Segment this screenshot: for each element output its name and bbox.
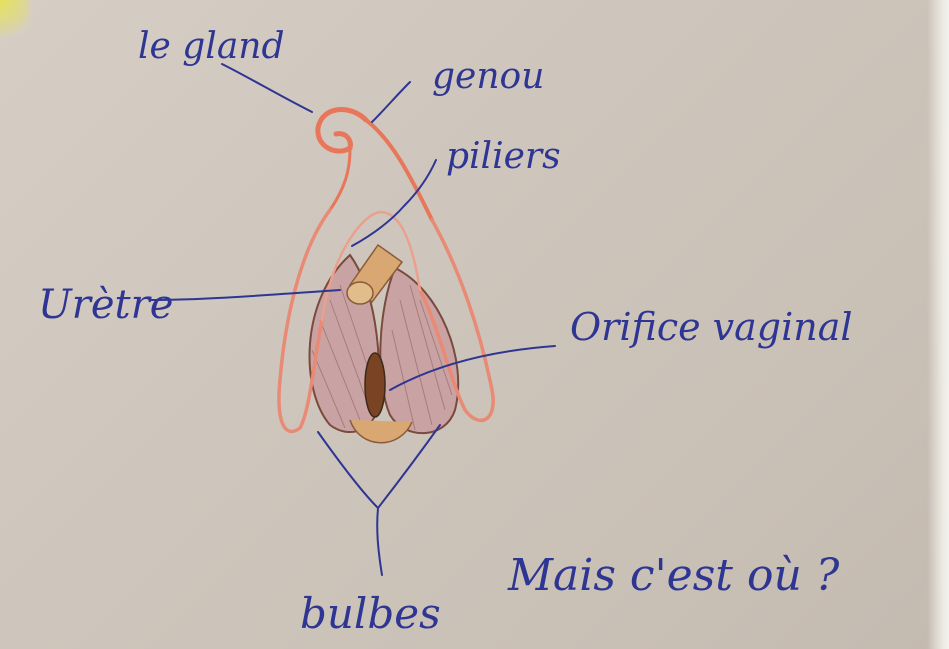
label-gland: le gland (138, 26, 285, 67)
bulbes-leader (318, 425, 440, 575)
genou-leader (372, 82, 410, 122)
question-text: Mais c'est où ? (507, 550, 840, 601)
label-piliers: piliers (446, 136, 561, 177)
uretre-leader (150, 290, 340, 300)
label-uretre: Urètre (38, 282, 173, 328)
label-orifice: Orifice vaginal (570, 305, 853, 349)
gland-leader (222, 64, 312, 112)
label-genou: genou (432, 56, 544, 97)
label-bulbes: bulbes (300, 589, 441, 638)
